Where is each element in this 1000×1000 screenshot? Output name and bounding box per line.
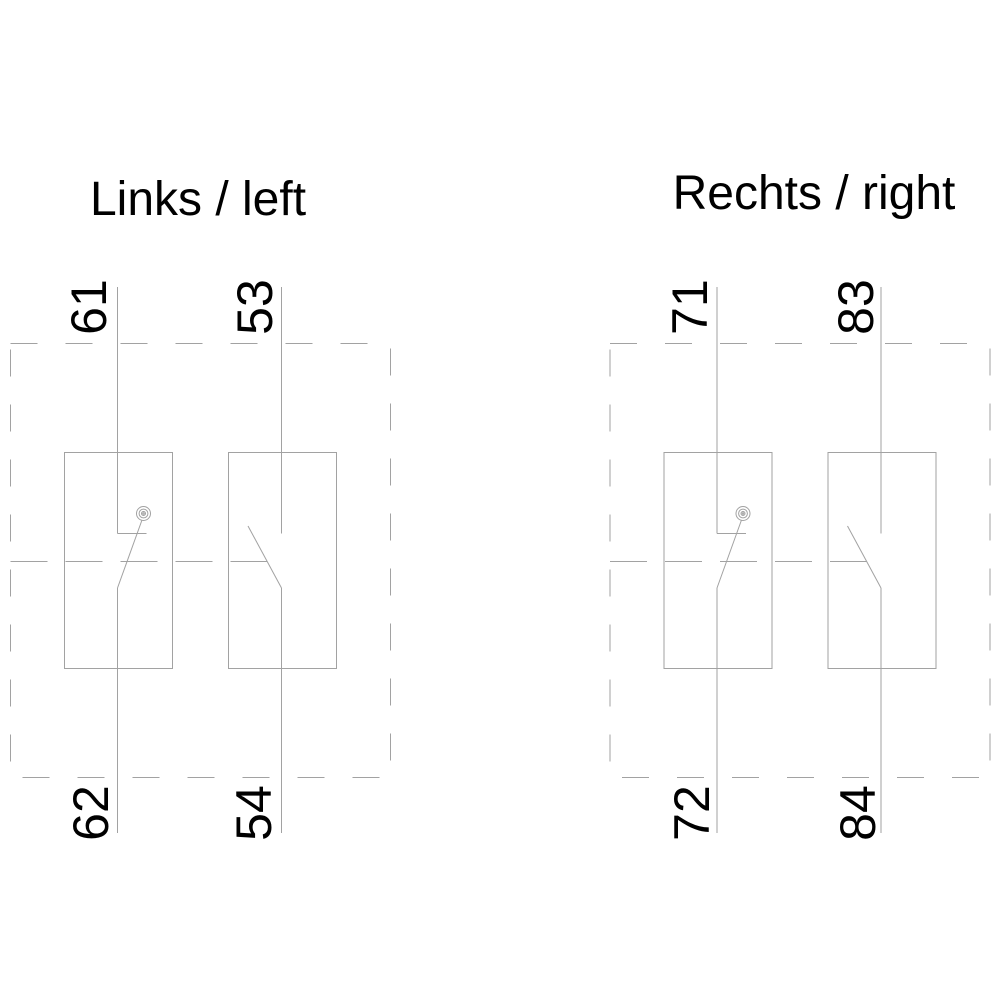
nc-moving-contact-arm bbox=[716, 519, 742, 589]
nc-moving-contact-arm bbox=[117, 519, 143, 589]
terminal-label-84: 84 bbox=[830, 785, 886, 841]
diagram-right-linework bbox=[609, 287, 991, 833]
terminal-label-71: 71 bbox=[662, 279, 718, 335]
diagram-right-title: Rechts / right bbox=[672, 167, 956, 220]
no-contact-box bbox=[827, 452, 937, 669]
terminal-label-83: 83 bbox=[828, 279, 884, 335]
nc-contact-box bbox=[64, 452, 173, 669]
terminal-label-54: 54 bbox=[226, 785, 282, 841]
diagram-left-linework bbox=[10, 287, 391, 833]
enclosure-dashed-outline bbox=[609, 343, 991, 778]
no-contact-box bbox=[228, 452, 337, 669]
nc-contact-box bbox=[663, 452, 773, 669]
actuator-roller-icon bbox=[735, 506, 751, 521]
no-moving-contact-arm bbox=[247, 525, 282, 589]
actuator-roller-icon bbox=[136, 506, 151, 521]
terminal-label-53: 53 bbox=[227, 279, 283, 335]
diagram-left-title: Links / left bbox=[89, 173, 307, 226]
terminal-label-72: 72 bbox=[664, 785, 720, 841]
terminal-label-61: 61 bbox=[61, 279, 117, 335]
no-moving-contact-arm bbox=[847, 525, 882, 589]
terminal-label-62: 62 bbox=[63, 785, 119, 841]
enclosure-dashed-outline bbox=[10, 343, 391, 778]
